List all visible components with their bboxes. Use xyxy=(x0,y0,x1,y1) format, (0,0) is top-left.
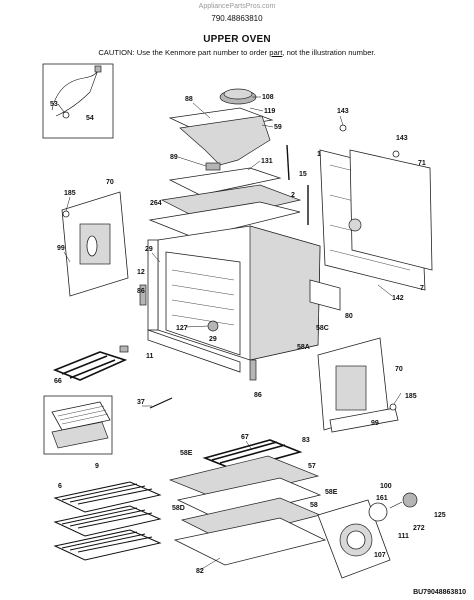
callout-2: 2 xyxy=(291,192,295,199)
callout-58d: 58D xyxy=(172,505,185,512)
callout-53: 53 xyxy=(50,101,58,108)
side-panel-right-lower xyxy=(317,337,399,433)
callout-57: 57 xyxy=(308,463,316,470)
callout-80: 80 xyxy=(345,313,353,320)
callout-82: 82 xyxy=(196,568,204,575)
callout-9: 9 xyxy=(95,463,99,470)
callout-143a: 143 xyxy=(337,108,349,115)
callout-15: 15 xyxy=(299,171,307,178)
side-wrapper-right xyxy=(309,149,433,311)
caution-text-end: , not the illustration number. xyxy=(282,48,376,57)
caution-notice: CAUTION: Use the Kenmore part number to … xyxy=(0,48,474,57)
caution-text: CAUTION: Use the Kenmore part number to … xyxy=(98,48,270,57)
callout-86a: 86 xyxy=(137,288,145,295)
callout-119: 119 xyxy=(264,108,275,115)
callout-88: 88 xyxy=(185,96,193,103)
caution-part-link[interactable]: part xyxy=(269,48,283,57)
callout-29a: 29 xyxy=(145,246,153,253)
model-number: 790.48863810 xyxy=(211,14,263,23)
broiler-pan xyxy=(43,395,113,455)
oven-cavity xyxy=(147,225,321,373)
bake-element-assembly xyxy=(168,439,327,566)
callout-58a: 58A xyxy=(297,344,310,351)
diagram-code: BU79048863810 xyxy=(413,589,466,596)
callout-58e-b: 58E xyxy=(325,489,338,496)
convection-fan-assembly xyxy=(317,492,418,579)
callout-107: 107 xyxy=(374,552,386,559)
callout-70a: 70 xyxy=(106,179,114,186)
callout-58c: 58C xyxy=(316,325,329,332)
broil-element xyxy=(52,345,129,381)
callout-127: 127 xyxy=(176,325,188,332)
callout-86b: 86 xyxy=(254,392,262,399)
callout-143b: 143 xyxy=(396,135,408,142)
callout-1: 1 xyxy=(317,151,321,158)
callout-12: 12 xyxy=(137,269,145,276)
callout-83: 83 xyxy=(302,437,310,444)
misc-small-parts xyxy=(62,124,400,411)
callout-58: 58 xyxy=(310,502,318,509)
wire-harness-inset xyxy=(42,63,114,139)
callout-185a: 185 xyxy=(64,190,76,197)
side-panel-left xyxy=(61,191,129,297)
callout-108: 108 xyxy=(262,94,274,101)
source-watermark: AppliancePartsPros.com xyxy=(198,3,276,10)
callout-111: 111 xyxy=(398,533,409,540)
callout-185b: 185 xyxy=(405,393,417,400)
callout-272: 272 xyxy=(413,525,425,532)
leader-lines xyxy=(63,96,402,571)
callout-125: 125 xyxy=(434,512,446,519)
callout-67: 67 xyxy=(241,434,249,441)
callout-70b: 70 xyxy=(395,366,403,373)
callout-11: 11 xyxy=(146,353,154,360)
callout-71: 71 xyxy=(418,160,426,167)
callout-58e-a: 58E xyxy=(180,450,193,457)
callout-89: 89 xyxy=(170,154,178,161)
callout-99a: 99 xyxy=(57,245,65,252)
callout-7: 7 xyxy=(420,285,424,292)
callout-131: 131 xyxy=(261,158,273,165)
callout-54: 54 xyxy=(86,115,94,122)
callout-99b: 99 xyxy=(371,420,379,427)
callout-37: 37 xyxy=(137,399,145,406)
callout-59: 59 xyxy=(274,124,282,131)
callout-264: 264 xyxy=(150,200,162,207)
callout-142: 142 xyxy=(392,295,404,302)
callout-100: 100 xyxy=(380,483,392,490)
callout-6: 6 xyxy=(58,483,62,490)
callout-labels: 53 54 88 108 119 59 143 143 89 131 1 71 … xyxy=(50,94,446,575)
callout-161: 161 xyxy=(376,495,388,502)
callout-66: 66 xyxy=(54,378,62,385)
callout-29b: 29 xyxy=(209,336,217,343)
oven-racks xyxy=(53,481,162,561)
top-duct-assembly xyxy=(148,88,302,239)
page-title: UPPER OVEN xyxy=(203,34,271,45)
